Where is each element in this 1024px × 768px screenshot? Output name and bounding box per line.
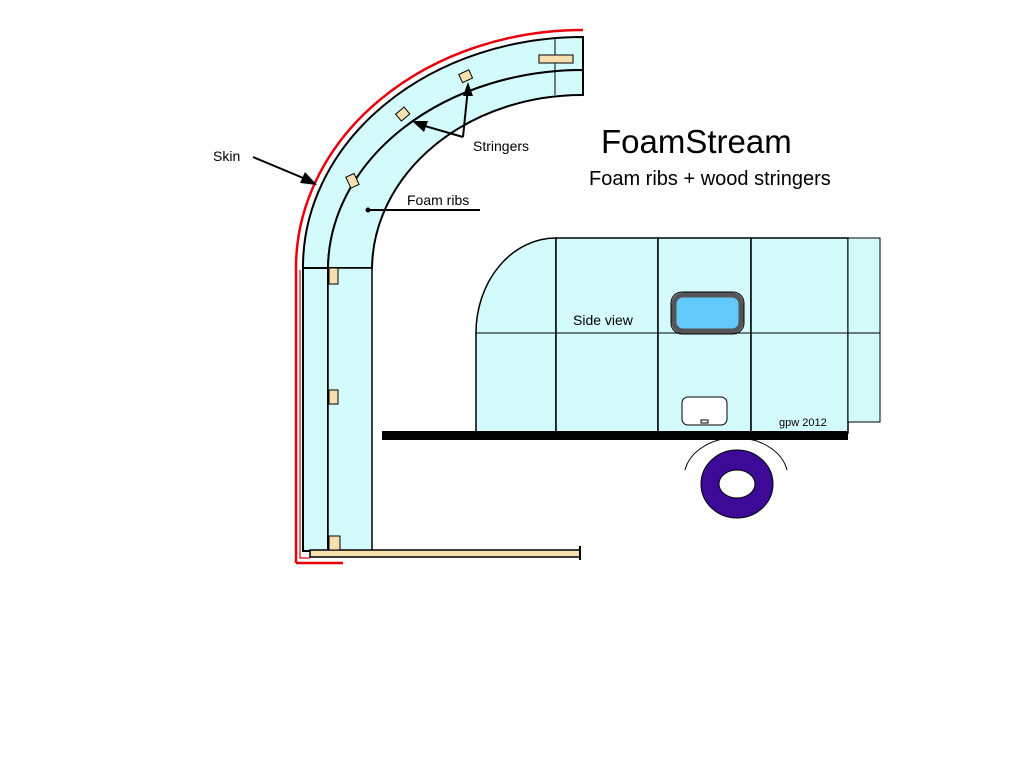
foam-ribs-leader xyxy=(365,207,480,213)
foam-ribs-label: Foam ribs xyxy=(407,192,470,208)
skin-line xyxy=(294,28,584,563)
cross-section xyxy=(252,28,584,565)
window-outline xyxy=(670,291,745,335)
window[interactable] xyxy=(671,292,744,334)
foam-rib-arc xyxy=(326,68,584,269)
stringers-leader xyxy=(412,82,473,138)
stringer xyxy=(345,172,360,189)
skin-label: Skin xyxy=(213,148,241,164)
side-view-label: Side view xyxy=(573,312,633,328)
stringer xyxy=(394,106,411,122)
floor-board xyxy=(309,549,581,558)
panel xyxy=(555,237,659,434)
stringers-label: Stringers xyxy=(473,138,530,154)
stringer xyxy=(538,54,574,64)
front-curved-panel xyxy=(475,237,557,434)
stringer xyxy=(328,267,339,285)
skin-inner-line xyxy=(299,270,310,559)
credit-label: gpw 2012 xyxy=(779,417,827,429)
chassis-bar xyxy=(382,431,848,440)
hatch[interactable] xyxy=(681,396,728,426)
wheel xyxy=(700,449,774,519)
panel xyxy=(750,237,849,434)
foam-rib-wall xyxy=(327,267,373,552)
side-view xyxy=(382,237,881,519)
stringer xyxy=(328,535,341,551)
stringer xyxy=(328,389,339,405)
outer-foam-wall xyxy=(302,267,329,552)
skin-leader xyxy=(252,156,317,185)
hatch-handle xyxy=(700,419,709,424)
page-title: FoamStream xyxy=(601,123,792,160)
stringer xyxy=(458,69,474,84)
rear-panel xyxy=(847,237,881,423)
page-subtitle: Foam ribs + wood stringers xyxy=(589,168,831,190)
